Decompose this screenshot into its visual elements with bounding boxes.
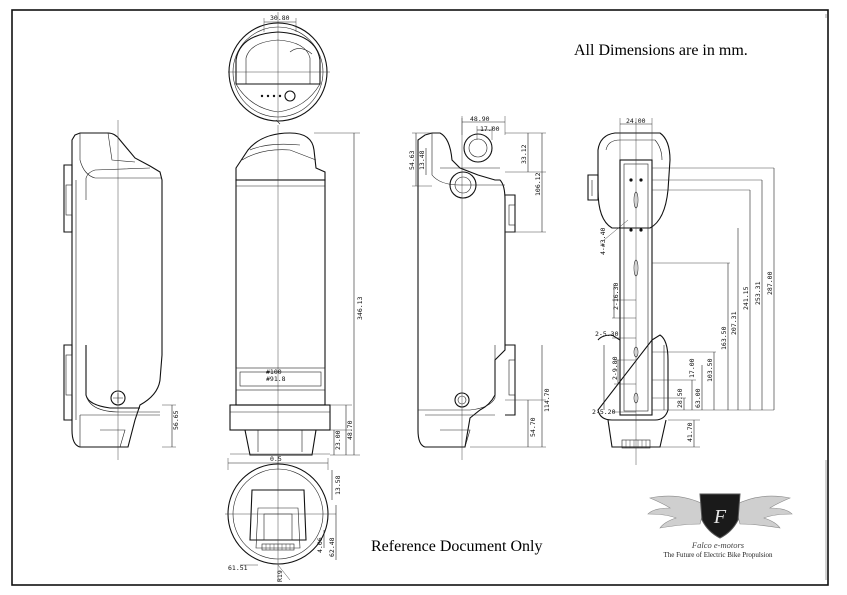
dim-rail-top: 24.00 bbox=[626, 117, 646, 125]
dim-left-lower: 56.65 bbox=[172, 410, 180, 430]
dim-outer-diameter: #100 bbox=[266, 368, 282, 376]
dim-back-top-1: 48.90 bbox=[470, 115, 490, 123]
power-button-icon bbox=[284, 90, 296, 102]
dim-back-lower-1: 54.70 bbox=[529, 417, 537, 437]
dim-rail-slot-2: 2-5.30 bbox=[595, 330, 619, 338]
dim-bottom-3: 62.48 bbox=[328, 537, 336, 557]
dim-back-right-2: 106.12 bbox=[534, 172, 542, 196]
led-indicator-3 bbox=[272, 94, 276, 98]
dim-back-right-1: 33.12 bbox=[520, 144, 528, 164]
dim-bottom-2: 4.06 bbox=[316, 537, 324, 553]
bottom-view bbox=[225, 456, 337, 582]
back-view bbox=[412, 116, 546, 460]
units-note: All Dimensions are in mm. bbox=[574, 42, 748, 59]
logo-monogram: F bbox=[713, 506, 727, 528]
front-view bbox=[229, 125, 360, 470]
dim-rail-holes: 4-#3.40 bbox=[599, 228, 607, 255]
brand-tagline: The Future of Electric Bike Propulsion bbox=[663, 551, 773, 559]
dim-back-left-2: 13.48 bbox=[418, 150, 426, 170]
dim-rail-slot-3: 2-9.80 bbox=[611, 356, 619, 380]
dim-inner-diameter: #91.8 bbox=[266, 375, 286, 383]
dim-rail-207: 207.31 bbox=[730, 311, 738, 335]
dim-rail-287: 287.00 bbox=[766, 271, 774, 295]
dim-overall-height: 346.13 bbox=[356, 296, 364, 320]
dim-front-lower-1: 23.00 bbox=[334, 430, 342, 450]
dim-rail-17: 17.00 bbox=[688, 358, 696, 378]
led-indicator-1 bbox=[260, 94, 264, 98]
dim-rail-bottom: 41.70 bbox=[686, 422, 694, 442]
logo-shield bbox=[699, 493, 741, 539]
led-indicator-4 bbox=[278, 94, 282, 98]
dim-bottom-1: 13.58 bbox=[334, 475, 342, 495]
dim-rail-163: 163.50 bbox=[720, 326, 728, 350]
dim-front-lower-2: 48.70 bbox=[346, 420, 354, 440]
dim-bottom-5: R19 bbox=[276, 570, 284, 582]
sheet-border bbox=[11, 9, 829, 586]
falco-logo: F Falco e-motors The Future of Electric … bbox=[647, 493, 793, 559]
dim-back-left-1: 54.63 bbox=[408, 150, 416, 170]
dim-back-lower-2: 114.70 bbox=[543, 388, 551, 412]
dim-rail-slot-1: 2-16.30 bbox=[612, 283, 620, 310]
led-indicator-2 bbox=[266, 94, 270, 98]
dim-top-width: 30.80 bbox=[270, 14, 290, 22]
dim-rail-63: 63.00 bbox=[694, 388, 702, 408]
top-view bbox=[228, 12, 330, 125]
dim-bottom-offset: 0.5 bbox=[270, 455, 282, 463]
logo-right-wing bbox=[734, 495, 793, 529]
brand-name: Falco e-motors bbox=[691, 540, 745, 550]
left-side-view bbox=[63, 120, 176, 460]
logo-left-wing bbox=[647, 495, 706, 529]
dim-rail-slot-4: 2-5.20 bbox=[592, 408, 616, 416]
reference-note: Reference Document Only bbox=[371, 538, 543, 555]
dim-rail-241: 241.15 bbox=[742, 286, 750, 310]
dim-rail-28: 28.50 bbox=[676, 388, 684, 408]
dim-back-top-2: 17.00 bbox=[480, 125, 500, 133]
dim-rail-253: 253.31 bbox=[754, 281, 762, 305]
mount-rail-view bbox=[587, 118, 775, 465]
dim-bottom-4: 61.51 bbox=[228, 564, 248, 572]
dim-rail-103: 103.50 bbox=[706, 358, 714, 382]
